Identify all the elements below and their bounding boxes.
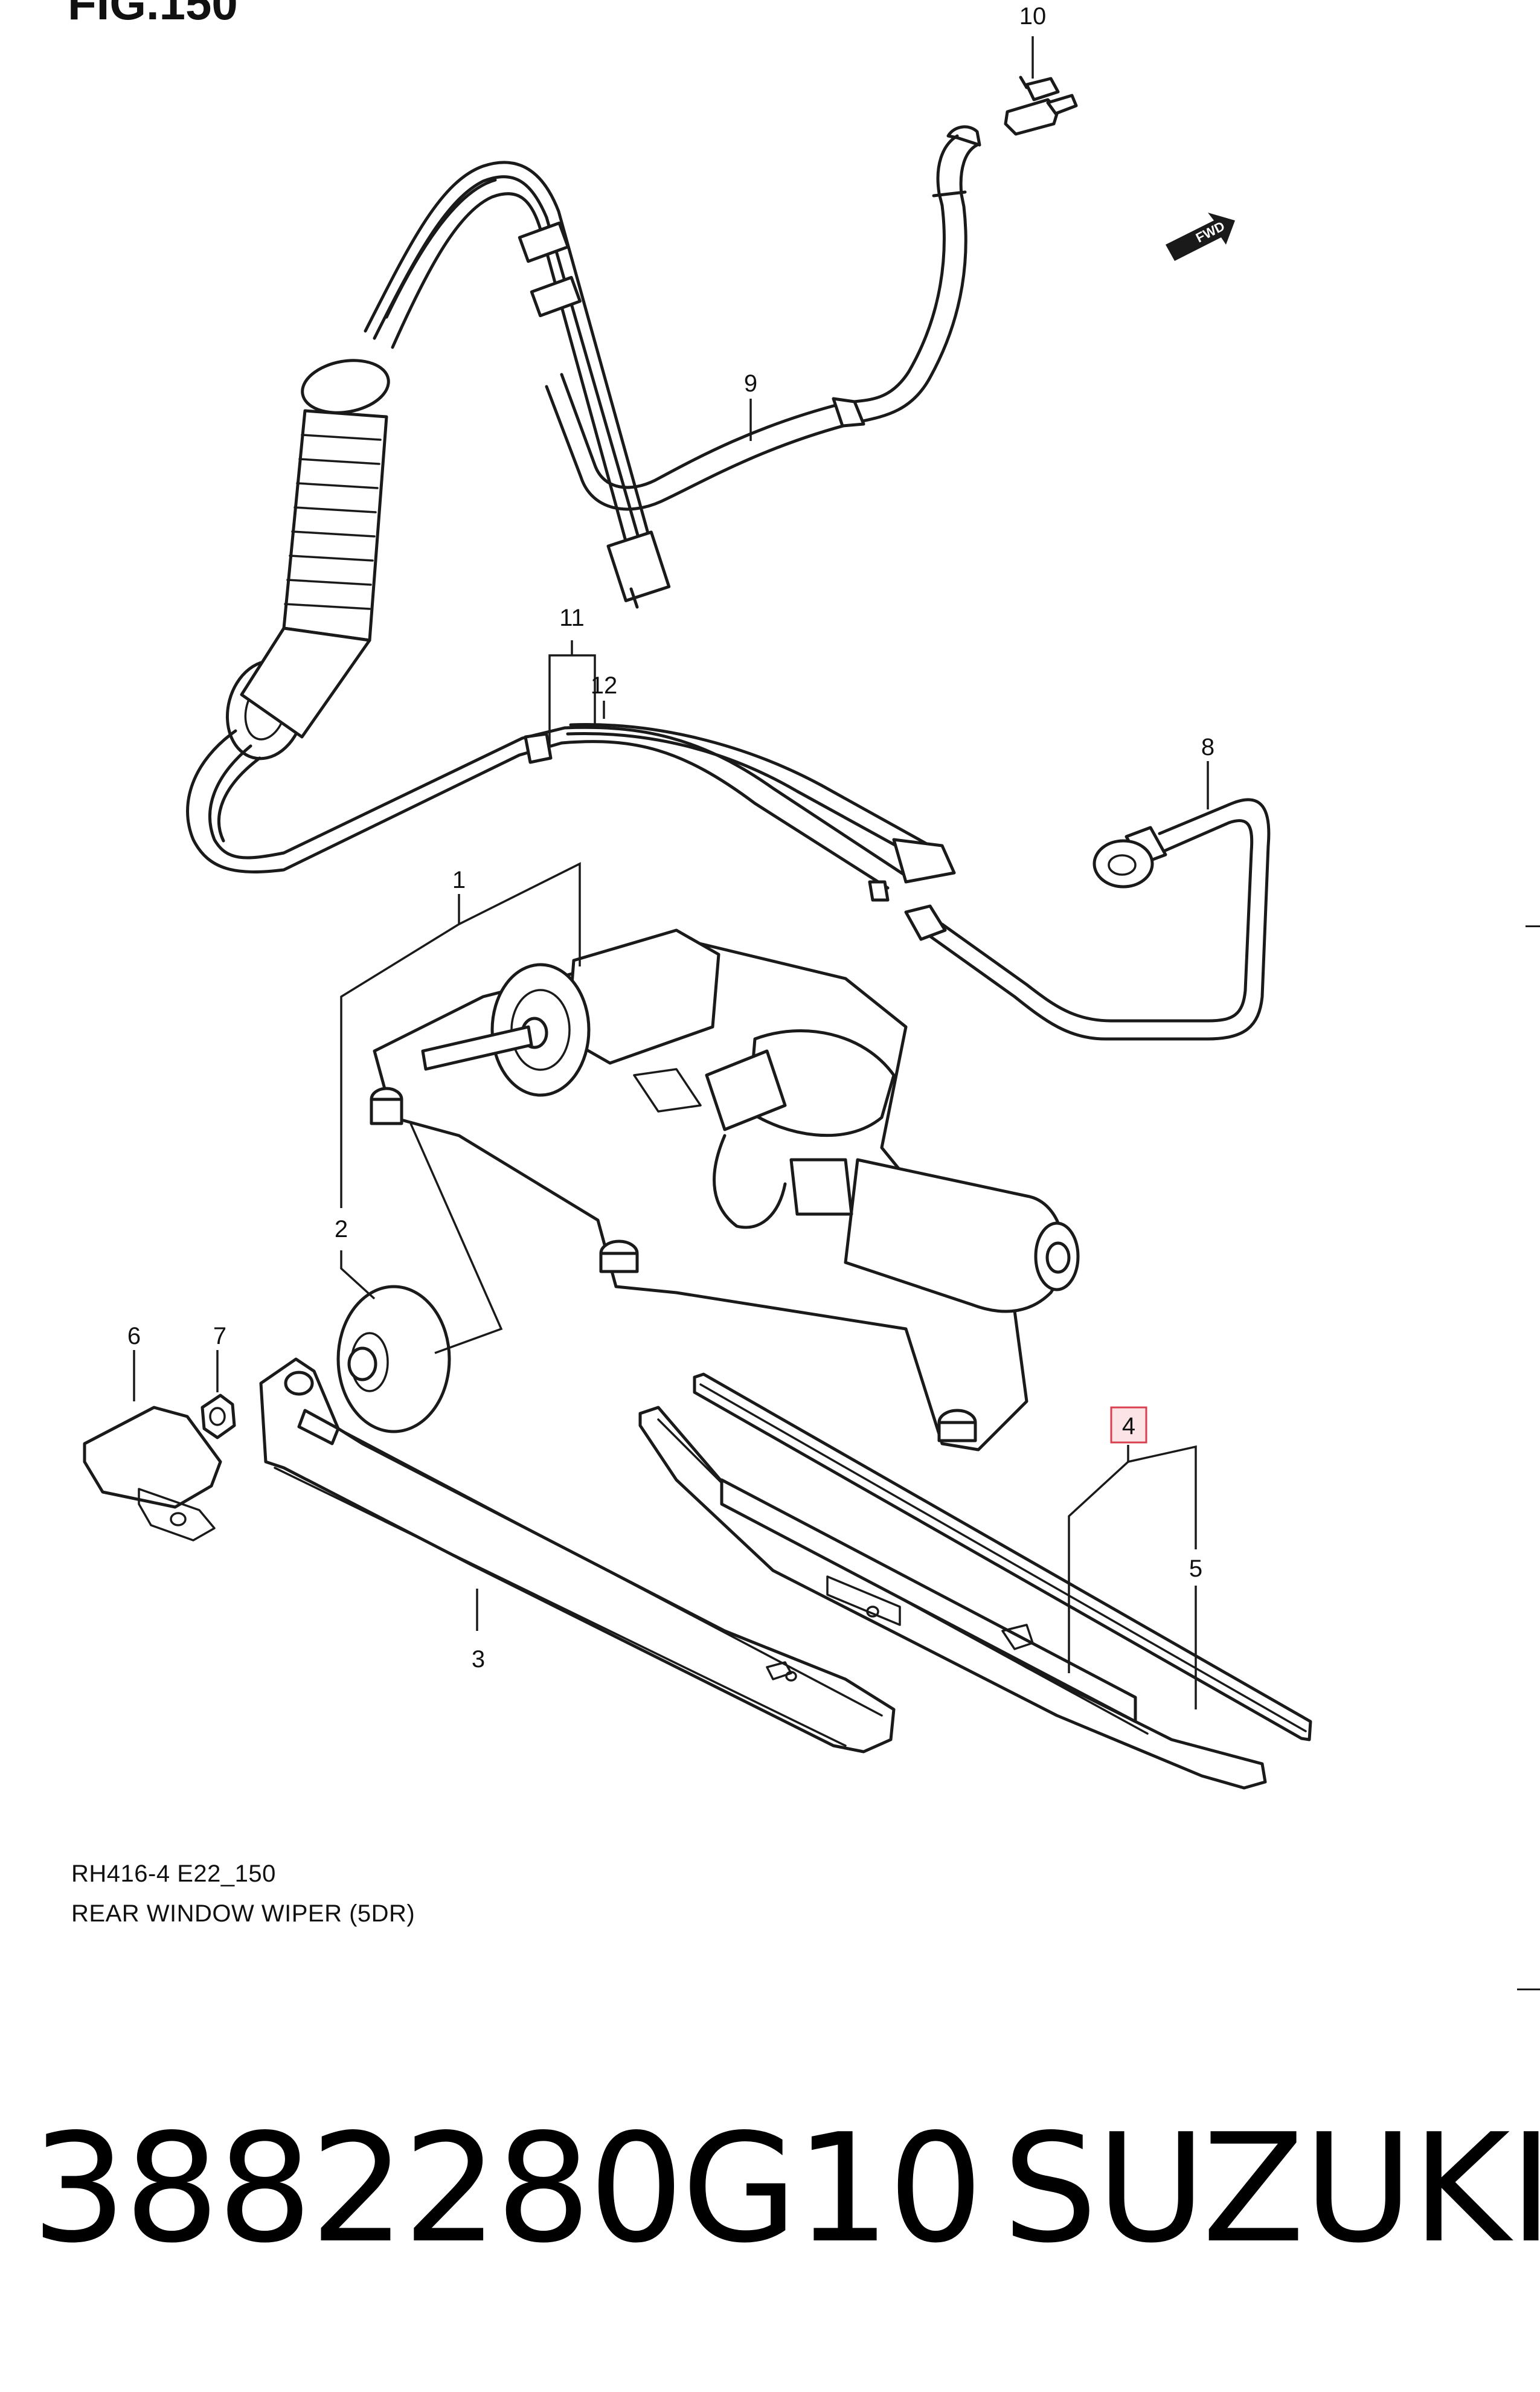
exploded-parts-diagram: FWD 10 9 11 12 [83, 3, 1312, 1790]
harness-lower-loop-drawing [186, 723, 956, 902]
part-3-wiper-arm-drawing [259, 1357, 896, 1754]
parts-diagram-sheet: FIG.150 [68, 0, 1540, 1990]
part-8-hose-drawing [904, 798, 1271, 1041]
part-10-nozzle-drawing [1004, 76, 1078, 136]
callout-9: 9 [744, 370, 757, 397]
harness-upper-branch-drawing [364, 161, 671, 609]
callout-12: 12 [591, 672, 618, 699]
callout-6: 6 [127, 1323, 141, 1349]
page-edge-tick [1526, 925, 1540, 927]
part-7-nut-drawing [201, 1394, 236, 1439]
part-6-cover-drawing [83, 1406, 222, 1542]
fwd-direction-marker: FWD [1166, 213, 1235, 261]
callout-5: 5 [1189, 1555, 1202, 1582]
figure-label: FIG.150 [68, 0, 238, 30]
callouts: 10 9 11 12 8 1 2 6 7 3 4 5 [127, 3, 1214, 1673]
callout-10: 10 [1019, 3, 1047, 30]
brand-text: SUZUKI [1003, 2102, 1540, 2276]
part-9-washer-hose-drawing [545, 125, 981, 511]
callout-4-highlight [1110, 1406, 1147, 1444]
grommet-boot-drawing [225, 359, 390, 760]
part-number-text: 3882280G10 [31, 2102, 983, 2276]
callout-2: 2 [335, 1216, 348, 1243]
leader-lines [133, 36, 1209, 1709]
diagram-code-caption: RH416-4 E22_150 [71, 1860, 276, 1887]
part-2-seal-drawing [336, 1285, 451, 1433]
callout-4: 4 [1122, 1413, 1135, 1439]
part-5-blade-rubber-drawing [693, 1372, 1312, 1741]
callout-3: 3 [472, 1646, 485, 1673]
part-1-wiper-motor-drawing [370, 928, 1080, 1452]
callout-11: 11 [559, 605, 585, 631]
callout-8: 8 [1201, 734, 1214, 760]
diagram-title-caption: REAR WINDOW WIPER (5DR) [71, 1900, 415, 1927]
callout-7: 7 [213, 1323, 226, 1349]
part-4-wiper-blade-drawing [638, 1406, 1267, 1790]
callout-1: 1 [452, 867, 466, 893]
page-edge-tick [1517, 1989, 1540, 1990]
